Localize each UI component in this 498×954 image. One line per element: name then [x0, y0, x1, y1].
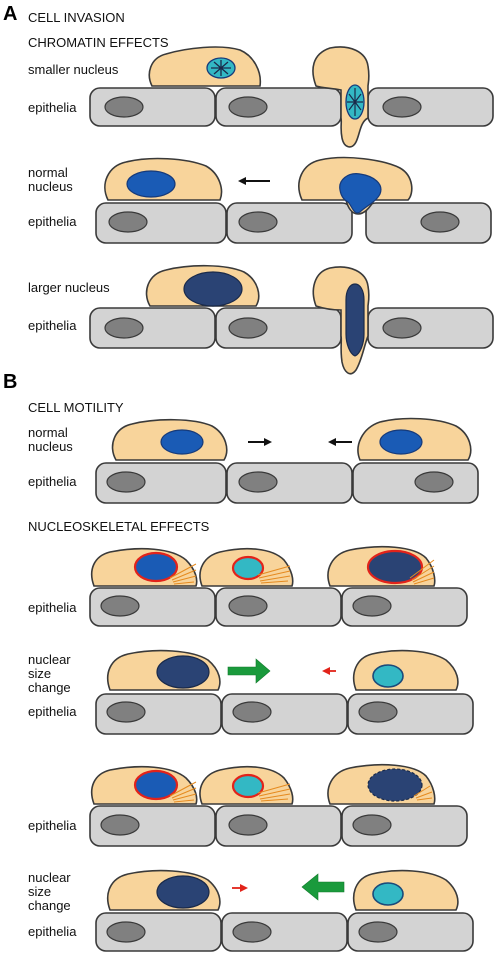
- epithelial-nucleus: [358, 921, 398, 943]
- actin-filaments: [169, 563, 197, 585]
- epithelial-layer: [95, 912, 474, 952]
- epithelial-nucleus: [228, 814, 268, 836]
- label-change-2: change: [28, 898, 71, 913]
- epithelial-nucleus: [104, 96, 144, 118]
- label-epithelia: epithelia: [28, 100, 77, 115]
- fast-migration-arrow: [227, 658, 271, 684]
- epithelial-nucleus: [108, 211, 148, 233]
- large-nucleus-with-lamina: [366, 549, 424, 585]
- nucleus-with-lamina: [133, 551, 179, 583]
- epithelial-nucleus: [238, 471, 278, 493]
- epithelial-layer: [89, 307, 494, 349]
- migrating-cell: [148, 46, 262, 87]
- label-nucleus-1: nucleus: [28, 179, 73, 194]
- heading-cell-invasion: CELL INVASION: [28, 10, 125, 25]
- epithelial-layer: [89, 805, 468, 847]
- actin-filaments: [257, 783, 291, 802]
- label-smaller-nucleus: smaller nucleus: [28, 62, 119, 77]
- large-nucleus-weak-lamina: [367, 768, 423, 802]
- epithelial-nucleus: [100, 595, 140, 617]
- migrating-cell: [352, 869, 459, 911]
- normal-nucleus-deforming: [339, 173, 382, 214]
- normal-nucleus: [379, 429, 423, 455]
- epithelial-nucleus: [106, 921, 146, 943]
- epithelial-nucleus: [106, 701, 146, 723]
- epithelial-nucleus: [238, 211, 278, 233]
- large-nucleus-stuck: [345, 283, 365, 357]
- large-nucleus: [183, 271, 243, 307]
- epithelial-nucleus: [106, 471, 146, 493]
- actin-filaments: [257, 565, 291, 584]
- normal-nucleus: [160, 429, 204, 455]
- label-epithelia: epithelia: [28, 318, 77, 333]
- label-size-1: size: [28, 666, 51, 681]
- large-nucleus: [156, 875, 210, 909]
- label-epithelia: epithelia: [28, 818, 77, 833]
- label-normal-1: normal: [28, 165, 68, 180]
- fast-migration-arrow: [301, 873, 345, 901]
- epithelial-nucleus: [352, 595, 392, 617]
- epithelial-layer: [89, 587, 468, 627]
- epithelial-nucleus: [232, 921, 272, 943]
- actin-filaments: [409, 559, 435, 585]
- label-epithelia: epithelia: [28, 214, 77, 229]
- label-change-1: change: [28, 680, 71, 695]
- epithelial-nucleus: [358, 701, 398, 723]
- epithelial-nucleus: [420, 211, 460, 233]
- epithelial-nucleus: [382, 317, 422, 339]
- small-nucleus: [372, 882, 404, 906]
- condensed-chromatin: [211, 60, 231, 76]
- condensed-chromatin: [347, 88, 363, 116]
- nucleus-with-lamina: [133, 769, 179, 801]
- migrating-cell: [352, 649, 459, 691]
- epithelial-nucleus: [104, 317, 144, 339]
- epithelial-nucleus: [352, 814, 392, 836]
- epithelial-nucleus: [228, 595, 268, 617]
- label-larger-nucleus: larger nucleus: [28, 280, 110, 295]
- invading-cell: [312, 46, 370, 148]
- small-nucleus: [372, 664, 404, 688]
- epithelial-layer: [95, 202, 492, 244]
- small-nucleus-with-lamina: [231, 555, 265, 581]
- large-nucleus: [156, 655, 210, 689]
- epithelial-nucleus: [228, 317, 268, 339]
- label-normal-2: normal: [28, 425, 68, 440]
- label-epithelia: epithelia: [28, 474, 77, 489]
- panel-label-b: B: [3, 371, 17, 393]
- actin-filaments: [413, 785, 433, 801]
- label-size-2: size: [28, 884, 51, 899]
- label-nuclear-2: nuclear: [28, 870, 71, 885]
- epithelial-layer: [95, 462, 479, 504]
- small-nucleus-with-lamina: [231, 773, 265, 799]
- label-epithelia: epithelia: [28, 704, 77, 719]
- label-nucleus-2: nucleus: [28, 439, 73, 454]
- epithelial-nucleus: [232, 701, 272, 723]
- heading-chromatin-effects: CHROMATIN EFFECTS: [28, 35, 169, 50]
- panel-label-a: A: [3, 3, 17, 25]
- epithelial-layer: [95, 693, 474, 735]
- normal-nucleus: [126, 170, 176, 198]
- label-nuclear-1: nuclear: [28, 652, 71, 667]
- epithelial-nucleus: [414, 471, 454, 493]
- epithelial-nucleus: [228, 96, 268, 118]
- epithelial-nucleus: [382, 96, 422, 118]
- epithelial-layer: [89, 87, 494, 127]
- label-epithelia: epithelia: [28, 600, 77, 615]
- actin-filaments: [169, 781, 197, 803]
- heading-cell-motility: CELL MOTILITY: [28, 400, 124, 415]
- epithelial-nucleus: [100, 814, 140, 836]
- heading-nucleoskeletal-effects: NUCLEOSKELETAL EFFECTS: [28, 519, 210, 534]
- label-epithelia: epithelia: [28, 924, 77, 939]
